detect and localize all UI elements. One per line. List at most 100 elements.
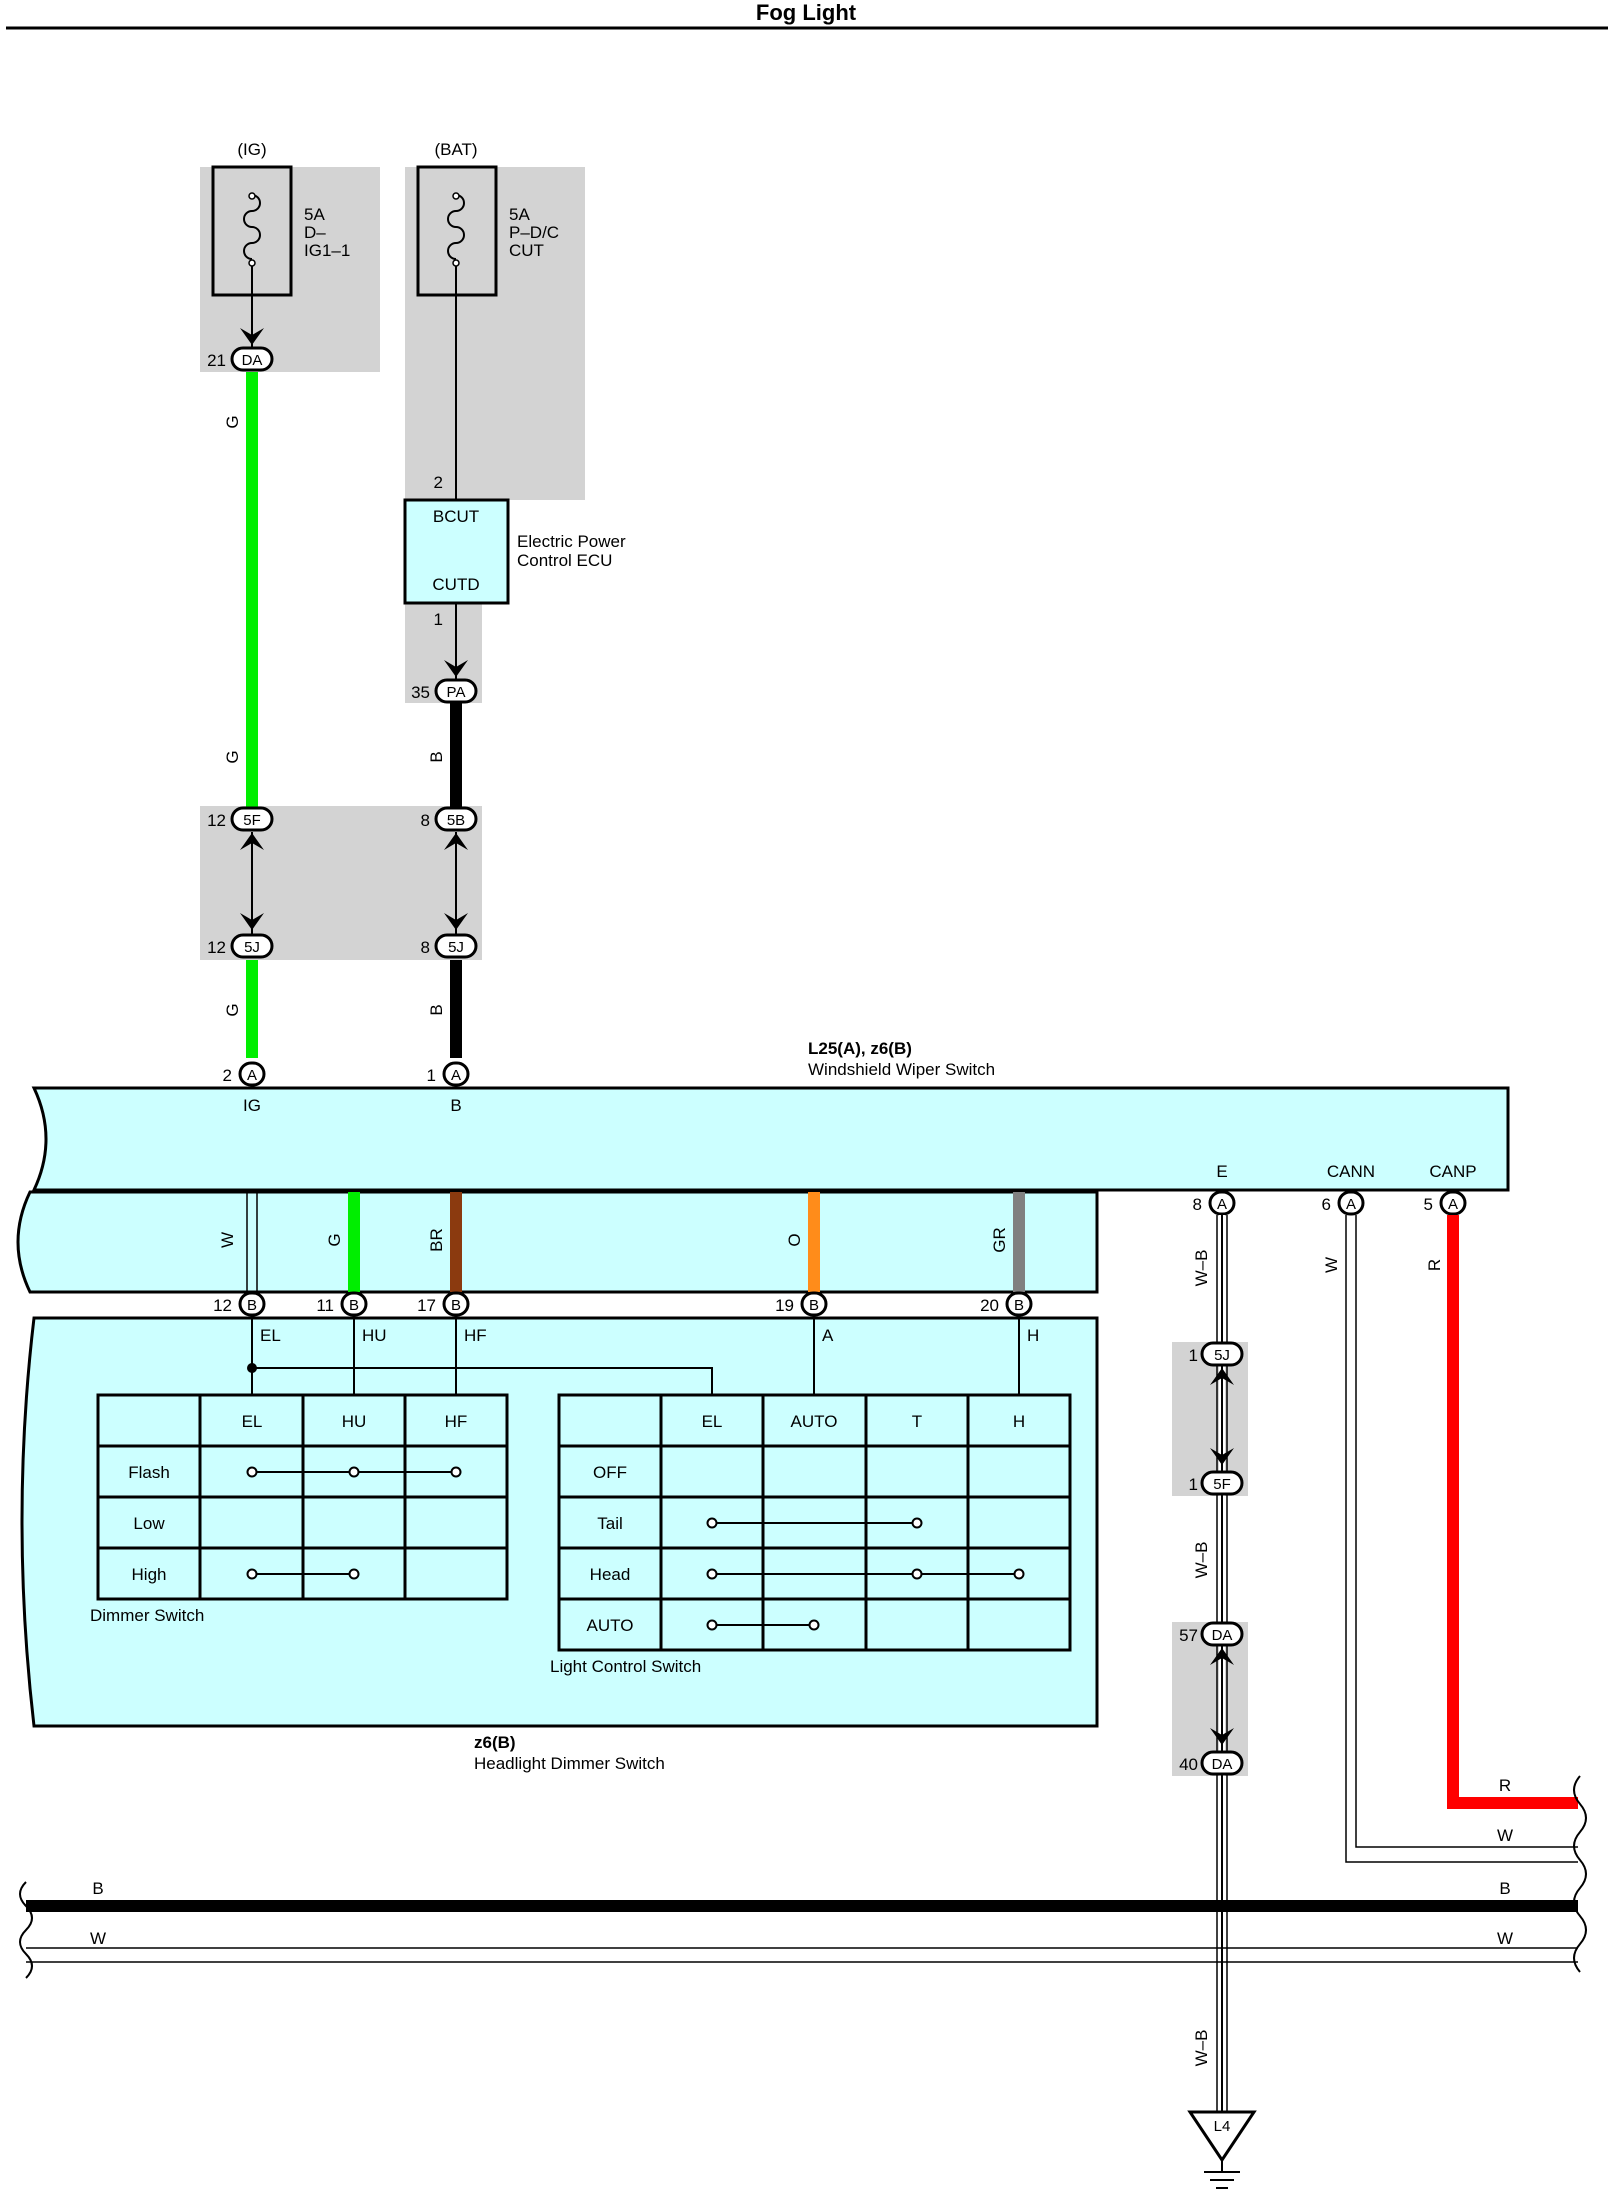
- dimmer-pin-a-conn: B: [809, 1297, 819, 1314]
- cann-wire-color-right: W: [1497, 1826, 1513, 1845]
- electric-power-control-ecu: BCUT CUTD Electric Power Control ECU 1 P…: [403, 498, 626, 704]
- light-caption: Light Control Switch: [550, 1657, 701, 1676]
- dimmer-pin-el-name: EL: [260, 1326, 281, 1345]
- ig-fuse-amp: 5A: [304, 205, 325, 224]
- wiper-pin-e-conn: A: [1217, 1196, 1227, 1213]
- wiper-pin-ig-num: 2: [223, 1066, 232, 1085]
- j-right-bottom-conn: 5J: [448, 939, 464, 956]
- dimmer-pin-h-conn: B: [1014, 1297, 1024, 1314]
- ig-wire-color-3: G: [223, 1003, 242, 1016]
- ecu-pin-top: BCUT: [433, 507, 479, 526]
- j-right-top-pin: 8: [421, 811, 430, 830]
- b-wire-color-1: B: [427, 751, 446, 762]
- bus-b-left: B: [92, 1879, 103, 1898]
- switch-internal-lines: [251, 1316, 1020, 1395]
- j-left-bottom-conn: 5J: [244, 939, 260, 956]
- wiper-pin-b-num: 1: [427, 1066, 436, 1085]
- bus-b-right: B: [1499, 1879, 1510, 1898]
- wiper-pin-cann-num: 6: [1322, 1195, 1331, 1214]
- dimmer-pin-hu-name: HU: [362, 1326, 387, 1345]
- wiper-pin-e: E A 8: [1193, 1162, 1236, 1216]
- e-wire-color-1: W–B: [1192, 1250, 1211, 1287]
- j-left-bottom-pin: 12: [207, 938, 226, 957]
- light-row-tail: Tail: [597, 1514, 623, 1533]
- dim-wire-o: O: [785, 1233, 804, 1246]
- dimmer-internal-wires: W G BR O GR: [218, 1192, 1025, 1292]
- bus-lines: B B W W: [26, 1879, 1578, 1963]
- ig-connector-da: DA 21: [207, 346, 274, 372]
- ecu-out-pin: 35: [411, 683, 430, 702]
- bat-fuse: (BAT) 5A P–D/C CUT 2: [416, 140, 559, 500]
- dimmer-pin-hf-name: HF: [464, 1326, 487, 1345]
- wiper-pin-canp-num: 5: [1424, 1195, 1433, 1214]
- wiper-pin-cann: CANN A 6: [1322, 1162, 1375, 1216]
- wiper-pin-canp-conn: A: [1448, 1196, 1458, 1213]
- wiper-switch-title: L25(A), z6(B): [808, 1039, 912, 1058]
- dimmer-row-high: High: [132, 1565, 167, 1584]
- junction-5f-5j: 5F 12 5J 12 5B 8 5J 8: [207, 806, 478, 959]
- j-left-top-conn: 5F: [243, 812, 261, 829]
- dimmer-row-flash: Flash: [128, 1463, 170, 1482]
- light-header-h: H: [1013, 1412, 1025, 1431]
- gj-1-pin: 1: [1189, 1475, 1198, 1494]
- light-header-t: T: [912, 1412, 922, 1431]
- dimmer-pin-el-conn: B: [247, 1297, 257, 1314]
- b-wire-color-2: B: [427, 1004, 446, 1015]
- dimmer-row-low: Low: [133, 1514, 165, 1533]
- ig-label: (IG): [237, 140, 266, 159]
- dimmer-pin-el-num: 12: [213, 1296, 232, 1315]
- wiper-pin-canp: CANP A 5: [1424, 1162, 1477, 1216]
- ig-connector-pin: 21: [207, 351, 226, 370]
- ig-wire-color-1: G: [223, 415, 242, 428]
- gj-1-conn: 5F: [1213, 1476, 1231, 1493]
- dimmer-pin-h-name: H: [1027, 1326, 1039, 1345]
- ecu-out-connector: PA: [447, 684, 466, 701]
- ground-symbol: L4: [1187, 2110, 1257, 2189]
- wiper-pin-ig-conn: A: [247, 1067, 257, 1084]
- bat-label: (BAT): [434, 140, 477, 159]
- bat-fuse-name-1: P–D/C: [509, 223, 559, 242]
- dimmer-header-hf: HF: [445, 1412, 468, 1431]
- ig-wire-color-2: G: [223, 750, 242, 763]
- canp-wire: R R: [1425, 1215, 1578, 1809]
- dimmer-pin-a-num: 19: [775, 1296, 794, 1315]
- bus-w-right: W: [1497, 1929, 1513, 1948]
- j-left-top-pin: 12: [207, 811, 226, 830]
- e-wire-color-2: W–B: [1192, 1542, 1211, 1579]
- break-marks: [19, 1775, 1587, 1979]
- wiper-pin-cann-name: CANN: [1327, 1162, 1375, 1181]
- ecu-label-2: Control ECU: [517, 551, 612, 570]
- wiper-switch-subtitle: Windshield Wiper Switch: [808, 1060, 995, 1079]
- bat-pin-in: 2: [434, 473, 443, 492]
- light-row-head: Head: [590, 1565, 631, 1584]
- dimmer-header-el: EL: [242, 1412, 263, 1431]
- gj-0-conn: 5J: [1214, 1347, 1230, 1364]
- dimmer-pin-a: B 19 A: [775, 1291, 834, 1345]
- gj-2-conn: DA: [1212, 1627, 1233, 1644]
- ecu-label-1: Electric Power: [517, 532, 626, 551]
- light-row-off: OFF: [593, 1463, 627, 1482]
- bus-w-left: W: [90, 1929, 106, 1948]
- cann-wire: W W: [1322, 1215, 1578, 1863]
- canp-wire-color: R: [1425, 1259, 1444, 1271]
- j-right-top-conn: 5B: [447, 812, 465, 829]
- dimmer-pin-hf-conn: B: [451, 1297, 461, 1314]
- light-header-el: EL: [702, 1412, 723, 1431]
- light-header-auto: AUTO: [791, 1412, 838, 1431]
- gj-3-conn: DA: [1212, 1756, 1233, 1773]
- dim-wire-w: W: [218, 1232, 237, 1248]
- ig-fuse-name-1: D–: [304, 223, 326, 242]
- ecu-pin-out: 1: [434, 610, 443, 629]
- headlight-dimmer-title: z6(B): [474, 1733, 516, 1752]
- ground-junctions: 5J 1 5F 1 DA 57 DA 40: [1179, 1341, 1244, 1776]
- ig-connector-code: DA: [242, 352, 263, 369]
- dimmer-pin-hu: B 11 HU: [316, 1291, 387, 1345]
- light-row-auto: AUTO: [587, 1616, 634, 1635]
- wiper-pin-cann-conn: A: [1346, 1196, 1356, 1213]
- ig-wire: G G G: [223, 295, 264, 1058]
- wiper-pin-canp-name: CANP: [1429, 1162, 1476, 1181]
- wiper-pin-b: A 1 B: [427, 1061, 470, 1115]
- cann-wire-color: W: [1322, 1257, 1341, 1273]
- ground-label: L4: [1214, 2118, 1231, 2135]
